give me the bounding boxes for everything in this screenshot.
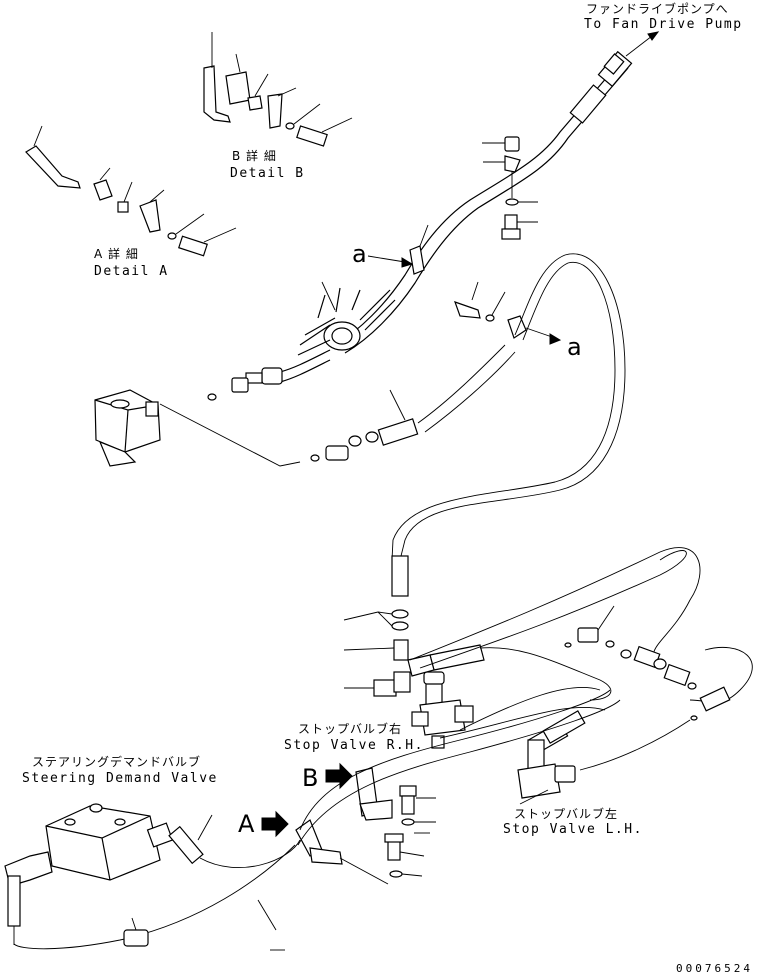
steering-demand-valve xyxy=(4,803,174,945)
hose-bundle-clamp xyxy=(297,281,396,356)
center-lines xyxy=(297,689,621,846)
steering-lines xyxy=(409,547,753,771)
stop-valve-rh xyxy=(407,644,485,749)
steering-label-jp: ステアリングデマンドバルブ xyxy=(32,754,201,769)
valve-block xyxy=(94,389,161,467)
detail-b-label-jp: B 詳 細 xyxy=(232,148,277,163)
bracket-a xyxy=(295,819,425,885)
stop-valve-lh-en: Stop Valve L.H. xyxy=(503,822,643,837)
drawing-code: 00076524 xyxy=(676,962,753,975)
ref-a-left-label: a xyxy=(352,240,367,268)
view-a-label: A xyxy=(238,810,255,838)
fan-pump-arrow xyxy=(625,31,660,57)
detail-a-label-jp: A 詳 細 xyxy=(94,246,139,261)
return-hose xyxy=(159,344,516,467)
view-a-indicator: A xyxy=(238,810,289,838)
reference-a-right: a xyxy=(454,281,582,361)
detail-b: B 詳 細 Detail B xyxy=(203,32,353,181)
detail-a-label-en: Detail A xyxy=(94,264,169,279)
stop-valve-rh-jp: ストップバルブ右 xyxy=(298,721,402,736)
steering-hoses xyxy=(13,814,301,951)
right-fittings xyxy=(564,605,731,721)
stop-valve-lh xyxy=(517,710,586,805)
view-b-label: B xyxy=(302,764,318,792)
bracket-b xyxy=(355,767,436,834)
fan-pump-hose xyxy=(334,50,633,354)
stop-valve-lh-jp: ストップバルブ左 xyxy=(514,806,618,821)
view-b-indicator: B xyxy=(302,762,353,792)
reference-a-left: a xyxy=(352,224,429,275)
fan-drive-pump-label: ファンドライブポンプへ To Fan Drive Pump xyxy=(584,1,743,32)
stop-valve-lh-label: ストップバルブ左 Stop Valve L.H. xyxy=(503,806,643,837)
hose-clamp-top xyxy=(482,136,538,240)
long-loop-hose xyxy=(391,253,626,561)
detail-b-label-en: Detail B xyxy=(230,166,305,181)
fan-pump-label-jp: ファンドライブポンプへ xyxy=(586,1,729,16)
ref-a-right-label: a xyxy=(567,333,582,361)
stop-valve-rh-fittings xyxy=(343,555,411,697)
steering-label-en: Steering Demand Valve xyxy=(22,771,218,786)
stop-valve-rh-en: Stop Valve R.H. xyxy=(284,738,424,753)
hose-to-block xyxy=(207,349,331,401)
detail-a: A 詳 細 Detail A xyxy=(25,125,237,279)
stop-valve-rh-label: ストップバルブ右 Stop Valve R.H. xyxy=(284,721,424,753)
steering-demand-valve-label: ステアリングデマンドバルブ Steering Demand Valve xyxy=(22,754,218,786)
fan-pump-label-en: To Fan Drive Pump xyxy=(584,17,743,32)
